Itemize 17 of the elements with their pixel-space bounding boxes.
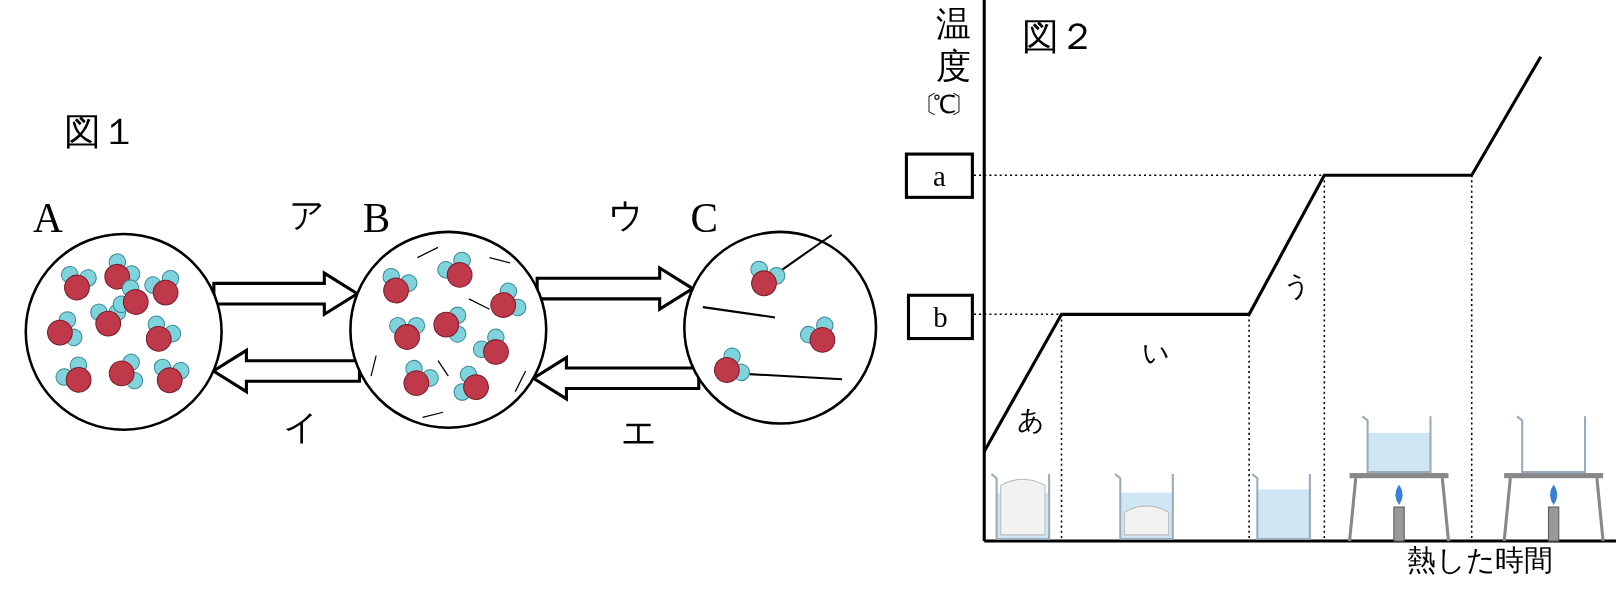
value-box: b [906,293,974,341]
value-box: a [904,152,974,199]
state-letter: C [690,197,718,240]
phase-label: い [1141,340,1170,367]
figure-number: 図２ [1022,18,1097,56]
state-letter: B [362,197,391,240]
arrow-label: エ [621,415,658,451]
figure-number: 図１ [63,113,139,151]
axis-unit: 〔℃〕 [913,92,970,118]
phase-label: あ [1017,407,1046,434]
phase-label: う [1283,273,1311,300]
state-letter: A [33,197,63,240]
arrow-label: ウ [608,197,645,233]
axis-title: 熱した時間 [1406,546,1554,576]
arrow-label: ア [288,197,325,233]
axis-title: 温度 [935,4,972,88]
arrow-label: イ [283,410,320,446]
